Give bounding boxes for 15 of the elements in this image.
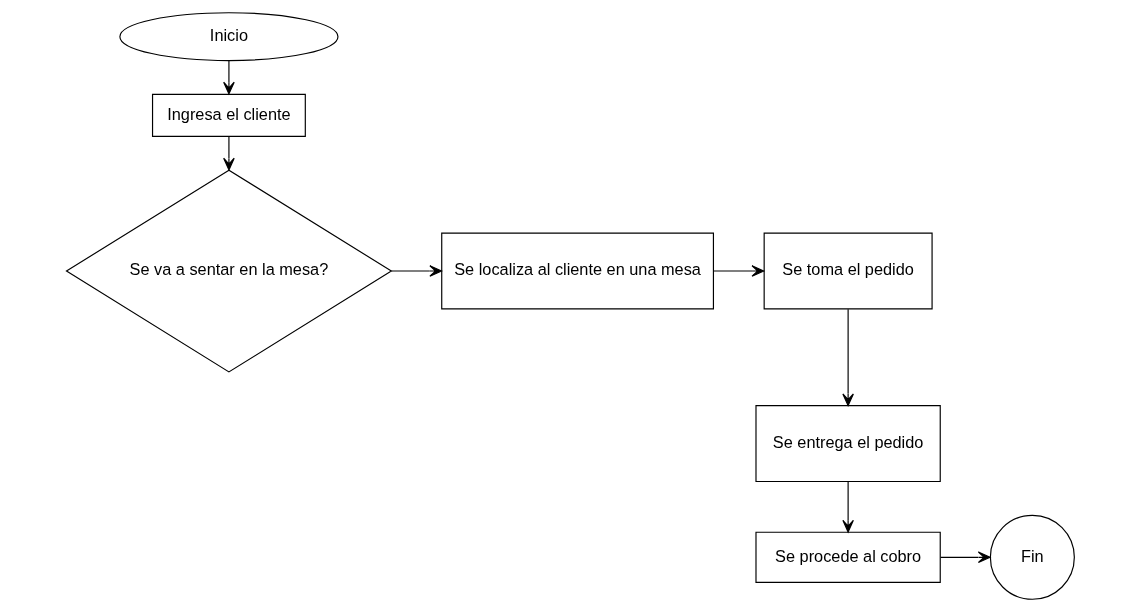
node-diamond: Se va a sentar en la mesa? — [64, 169, 392, 373]
arrow — [222, 60, 235, 95]
arrow — [939, 551, 991, 564]
node-box: Se procede al cobro — [754, 531, 941, 583]
arrow — [390, 265, 442, 277]
node-box: Se entrega el pedido — [754, 405, 941, 483]
arrow — [712, 265, 764, 277]
node-box: Ingresa el cliente — [151, 93, 306, 137]
node-box: Se localiza al cliente en una mesa — [440, 232, 714, 310]
node-circle: Fin — [989, 514, 1075, 600]
arrow — [841, 480, 854, 533]
node-box: Se toma el pedido — [763, 232, 933, 310]
arrow — [841, 308, 854, 407]
node-ellipse: Inicio — [118, 12, 339, 62]
arrow — [222, 135, 235, 171]
